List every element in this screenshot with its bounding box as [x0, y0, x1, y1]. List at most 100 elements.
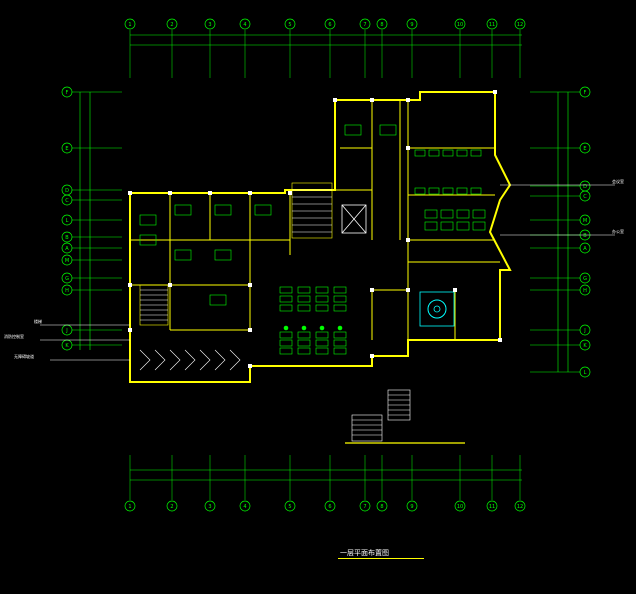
column [248, 328, 252, 332]
seat [440, 209, 454, 219]
axis-label: M [583, 218, 587, 224]
axis-bubble [61, 284, 73, 296]
stair-center [291, 182, 333, 239]
elevator [341, 204, 367, 234]
axis-bubble [61, 86, 73, 98]
axis-bubble [239, 500, 251, 512]
axis-bubble [579, 284, 591, 296]
axis-label: 10 [457, 22, 463, 28]
seat [333, 286, 347, 294]
axis-label: 4 [243, 22, 246, 28]
axis-bubble [61, 242, 73, 254]
axis-bubble [61, 272, 73, 284]
column [248, 283, 252, 287]
axis-bubble [204, 18, 216, 30]
desk [139, 214, 157, 226]
axis-label: 5 [288, 504, 291, 510]
column [498, 338, 502, 342]
axis-bubble [239, 18, 251, 30]
axis-bubble [579, 142, 591, 154]
seat [414, 149, 426, 157]
axis-label: F [66, 90, 69, 96]
seat [333, 339, 347, 347]
seat-marker [301, 325, 307, 331]
seat [442, 187, 454, 195]
axis-bubble [486, 500, 498, 512]
column [168, 191, 172, 195]
seat [315, 339, 329, 347]
axis-bubble [324, 18, 336, 30]
axis-bubble [284, 500, 296, 512]
axis-label: 11 [489, 22, 495, 28]
axis-label: 1 [128, 504, 131, 510]
seat [470, 187, 482, 195]
axis-bubble [61, 214, 73, 226]
annotation-right-1: 会议室 [612, 178, 624, 184]
seat [440, 221, 454, 231]
seat [297, 339, 311, 347]
axis-label: 12 [517, 22, 523, 28]
seat-marker [319, 325, 325, 331]
column [406, 98, 410, 102]
axis-bubble [61, 254, 73, 266]
axis-label: E [583, 146, 586, 152]
axis-label: 9 [410, 504, 413, 510]
axis-bubble [486, 18, 498, 30]
axis-label: A [583, 246, 587, 252]
desk [214, 249, 232, 261]
top-dimension-lines [130, 34, 522, 46]
seat [442, 149, 454, 157]
seat [315, 295, 329, 303]
annotation-right-2: 办公室 [612, 228, 624, 234]
seat [456, 209, 470, 219]
axis-label: L [584, 370, 587, 376]
desk [139, 234, 157, 246]
axis-bubble [579, 242, 591, 254]
seat [279, 304, 293, 312]
axis-label: 6 [328, 22, 331, 28]
axis-label: C [583, 194, 587, 200]
annotation-left-3: 无障碍坡道 [14, 353, 34, 359]
axis-label: 7 [363, 504, 366, 510]
seat [297, 304, 311, 312]
seat [279, 347, 293, 355]
seat [333, 347, 347, 355]
seat [424, 221, 438, 231]
seat [456, 149, 468, 157]
axis-bubble [124, 18, 136, 30]
seat [279, 286, 293, 294]
seat [279, 339, 293, 347]
axis-label: 6 [328, 504, 331, 510]
column [248, 191, 252, 195]
axis-bubble [376, 18, 388, 30]
axis-bubble [579, 86, 591, 98]
drawing-title: 一层平面布置图 [340, 549, 389, 557]
column [248, 364, 252, 368]
ramp [139, 349, 241, 371]
axis-label: B [65, 235, 69, 241]
seat [297, 286, 311, 294]
axis-label: F [584, 90, 587, 96]
desk [379, 124, 397, 136]
axis-label: 8 [380, 22, 383, 28]
desk [344, 124, 362, 136]
axis-bubble [284, 18, 296, 30]
column [128, 191, 132, 195]
axis-bubble [579, 366, 591, 378]
bottom-dimension-lines [130, 469, 522, 481]
axis-label: 2 [170, 504, 173, 510]
left-dimension-lines [79, 92, 91, 350]
axis-bubble [579, 190, 591, 202]
axis-label: 8 [380, 504, 383, 510]
stair-left [139, 284, 169, 326]
seat [297, 295, 311, 303]
axis-label: 5 [288, 22, 291, 28]
seat [297, 331, 311, 339]
axis-bubble [166, 500, 178, 512]
meeting-room-seats [414, 149, 486, 231]
axis-label: G [65, 276, 69, 282]
axis-label: 1 [128, 22, 131, 28]
column [333, 98, 337, 102]
